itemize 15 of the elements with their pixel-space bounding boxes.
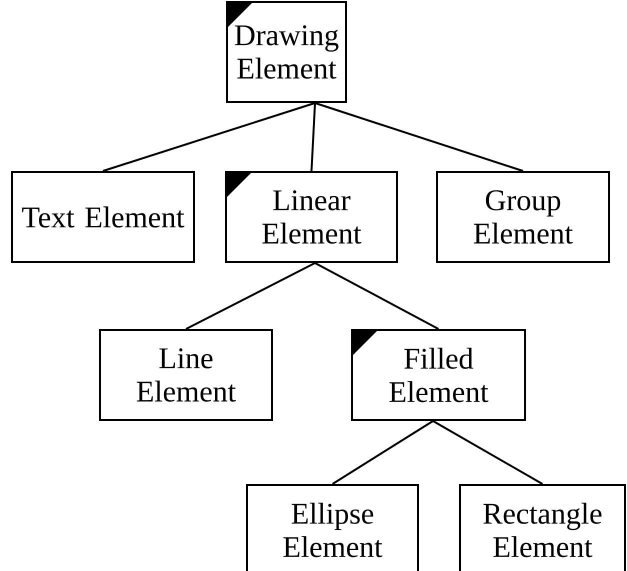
class-box: Ellipse Element: [246, 484, 419, 571]
class-box: Rectangle Element: [459, 484, 626, 571]
class-box: Drawing Element: [226, 1, 348, 103]
class-box: Text Element: [11, 171, 195, 263]
connector-line: [432, 420, 544, 485]
connector-line: [314, 262, 439, 330]
class-box: Filled Element: [351, 329, 526, 421]
connector-line: [332, 420, 434, 485]
connector-line: [102, 102, 316, 172]
class-box: Line Element: [99, 329, 273, 421]
class-box: Linear Element: [225, 171, 398, 263]
connector-line: [310, 102, 316, 172]
class-box: Group Element: [436, 171, 610, 263]
connector-line: [186, 262, 316, 330]
connector-line: [314, 102, 524, 172]
